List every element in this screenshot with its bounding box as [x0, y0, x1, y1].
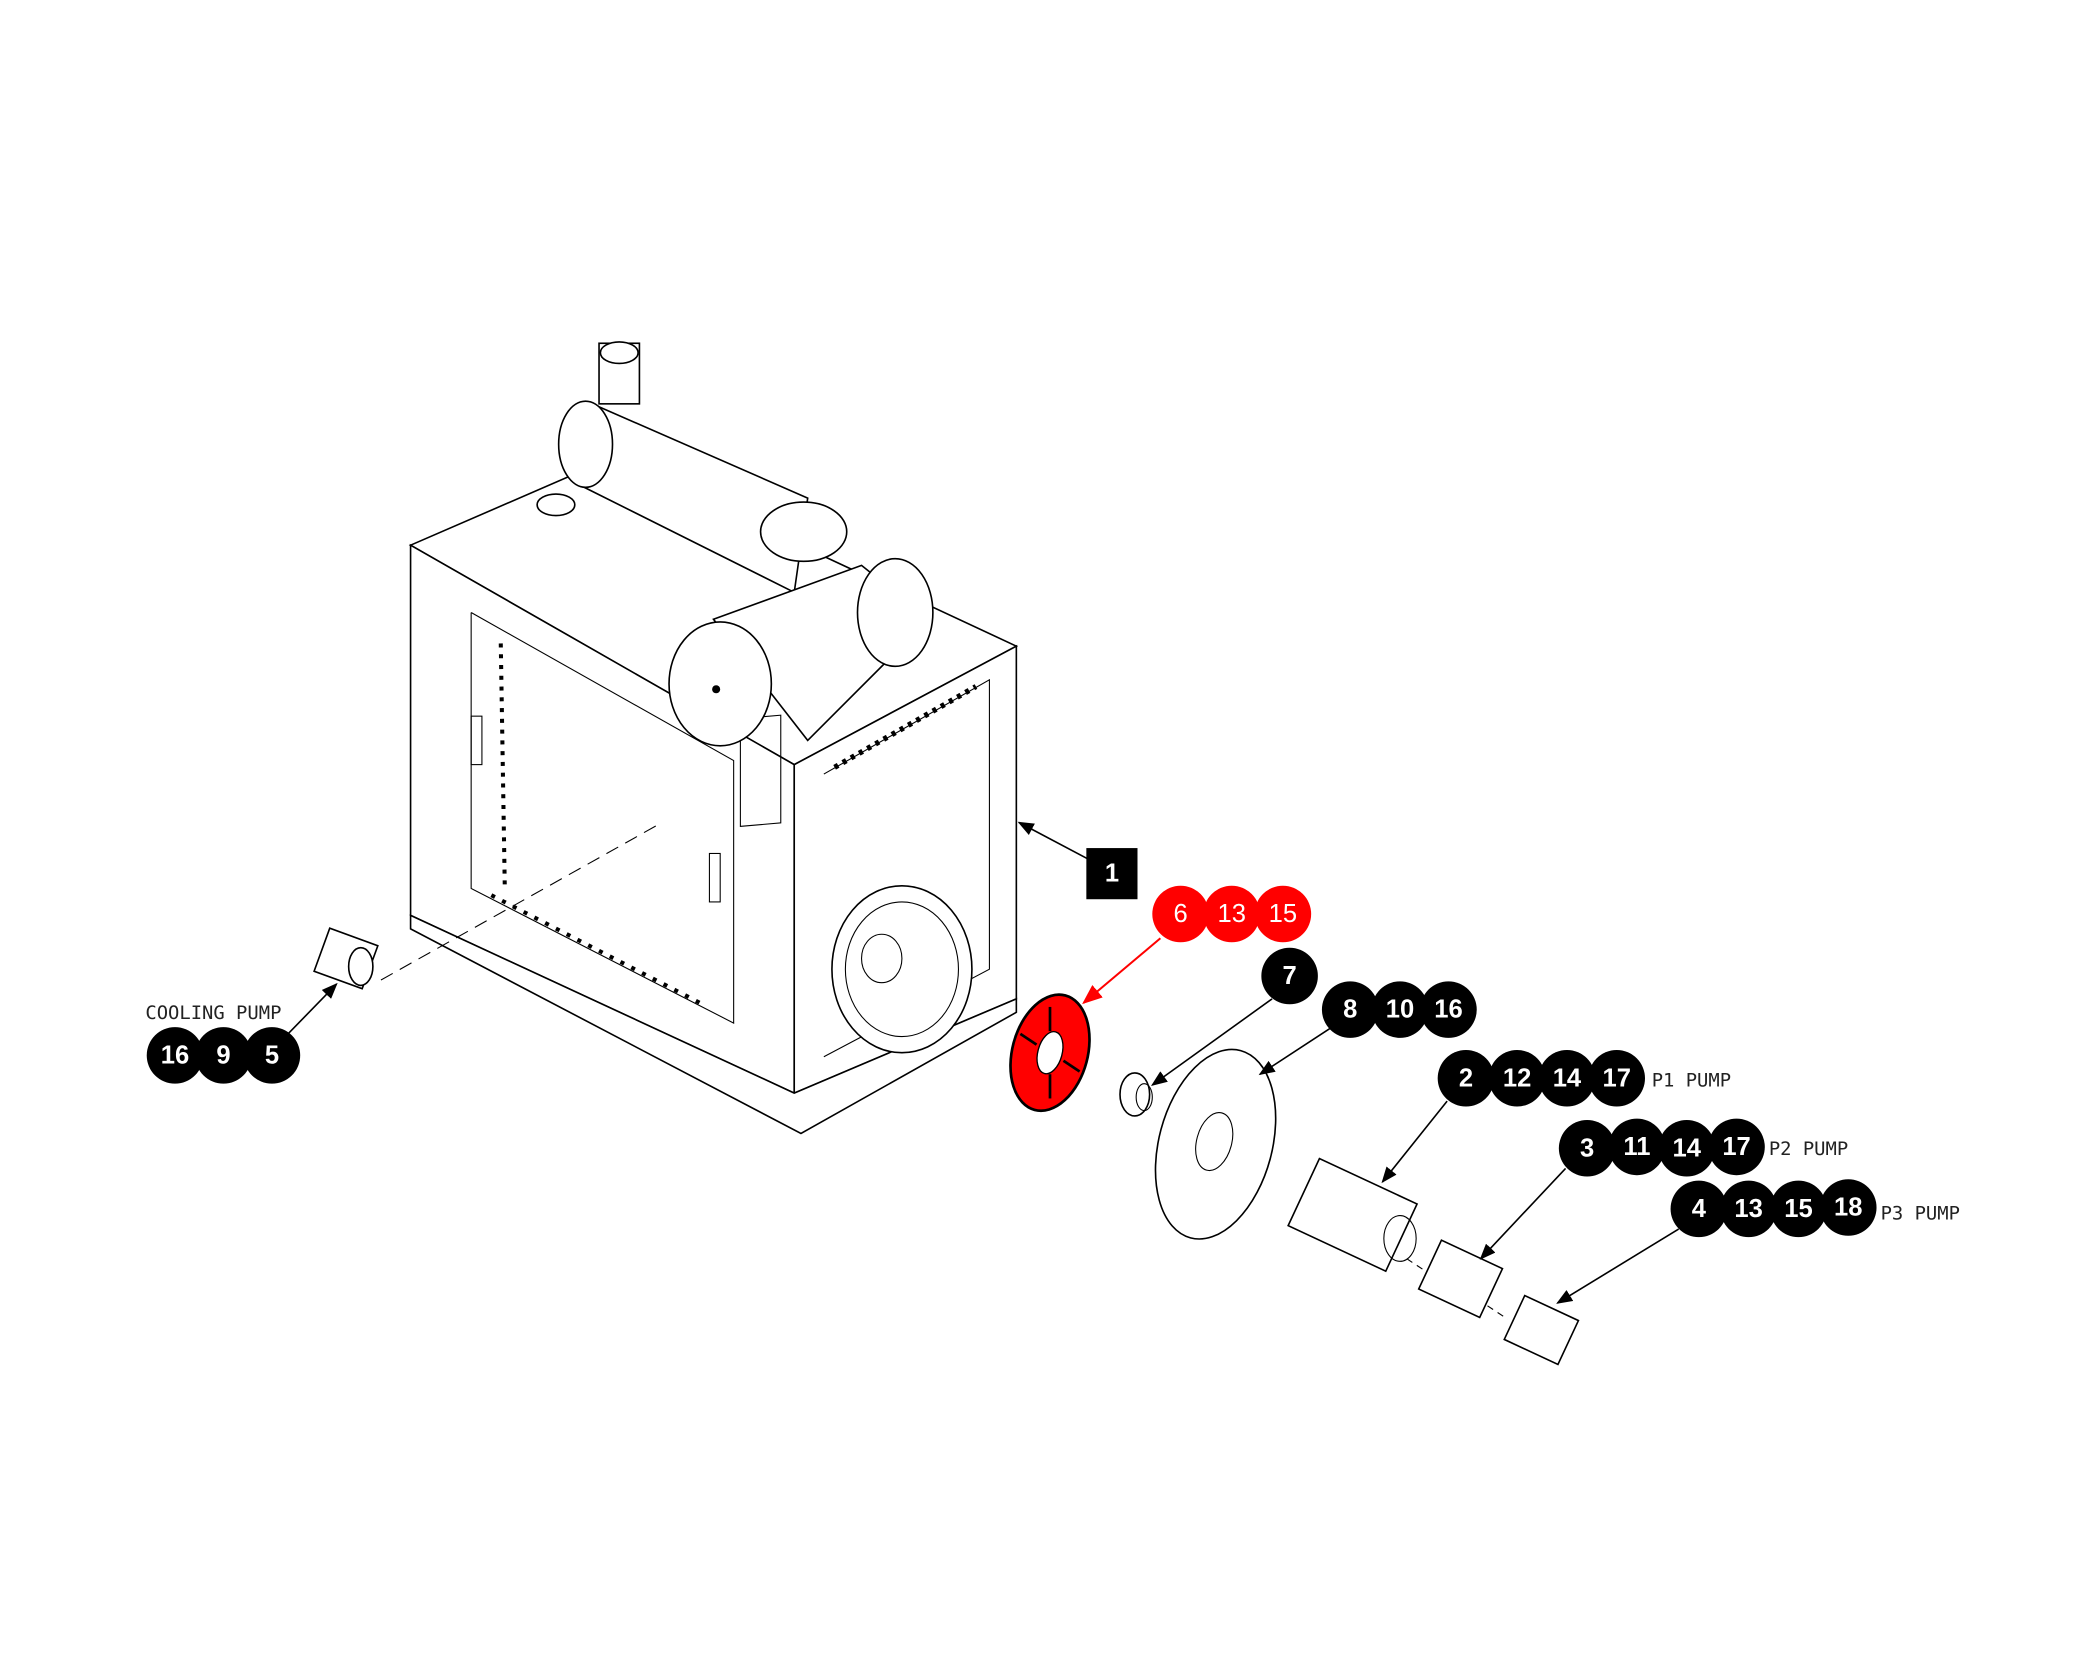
- callout-number: 8: [1343, 996, 1357, 1024]
- p3-pump-part: [1487, 1294, 1580, 1366]
- callout-number: 17: [1722, 1133, 1750, 1161]
- callout-number: 2: [1459, 1064, 1473, 1092]
- callout-p3-pump[interactable]: 4 13 15 18 P3 PUMP: [1670, 1179, 1960, 1238]
- callout-number: 13: [1218, 900, 1246, 928]
- cooling-pump-part: [313, 823, 660, 990]
- vent-holes: [490, 643, 978, 1005]
- callout-number: 9: [216, 1041, 230, 1069]
- callout-p2-pump[interactable]: 3 11 14 17 P2 PUMP: [1558, 1118, 1848, 1177]
- callout-adapter-plate[interactable]: 8 10 16: [1321, 981, 1477, 1038]
- callout-p1-pump[interactable]: 2 12 14 17 P1 PUMP: [1437, 1050, 1731, 1107]
- leader-lines: [287, 821, 1680, 1304]
- callout-number: 16: [161, 1041, 189, 1069]
- callout-cooling-pump[interactable]: COOLING PUMP 16 9 5: [145, 1003, 301, 1084]
- hub-part: [1119, 1072, 1153, 1117]
- callout-number: 11: [1623, 1133, 1650, 1161]
- callout-number: 14: [1553, 1064, 1582, 1092]
- p2-pump-label: P2 PUMP: [1769, 1139, 1848, 1160]
- p3-pump-label: P3 PUMP: [1881, 1204, 1960, 1225]
- callout-coupling-highlight[interactable]: 6 13 15: [1152, 885, 1312, 943]
- coupling-highlighted: [1009, 993, 1091, 1113]
- callout-number: 16: [1434, 996, 1462, 1024]
- callout-number: 10: [1386, 996, 1414, 1024]
- callout-number: 18: [1834, 1194, 1862, 1222]
- flywheel: [831, 884, 973, 1054]
- callout-number: 1: [1105, 860, 1119, 888]
- p1-pump-part: [1287, 1157, 1419, 1273]
- callout-number: 3: [1580, 1134, 1594, 1162]
- callout-number: 15: [1784, 1195, 1812, 1223]
- callout-number: 7: [1283, 962, 1297, 990]
- callout-number: 15: [1269, 900, 1297, 928]
- callout-number: 14: [1673, 1134, 1702, 1162]
- cooling-pump-label: COOLING PUMP: [145, 1003, 281, 1024]
- callout-number: 12: [1503, 1064, 1531, 1092]
- p1-pump-label: P1 PUMP: [1652, 1070, 1731, 1091]
- callout-number: 17: [1603, 1064, 1631, 1092]
- callout-assembly[interactable]: 1: [1086, 848, 1138, 900]
- callout-number: 13: [1734, 1195, 1762, 1223]
- engine-enclosure: [408, 456, 1019, 1135]
- air-cleaner: [668, 557, 934, 747]
- callout-number: 4: [1692, 1195, 1707, 1223]
- callout-number: 5: [265, 1041, 279, 1069]
- callout-hub[interactable]: 7: [1261, 947, 1318, 1005]
- adapter-plate-part: [1154, 1048, 1277, 1240]
- callout-number: 6: [1173, 900, 1187, 928]
